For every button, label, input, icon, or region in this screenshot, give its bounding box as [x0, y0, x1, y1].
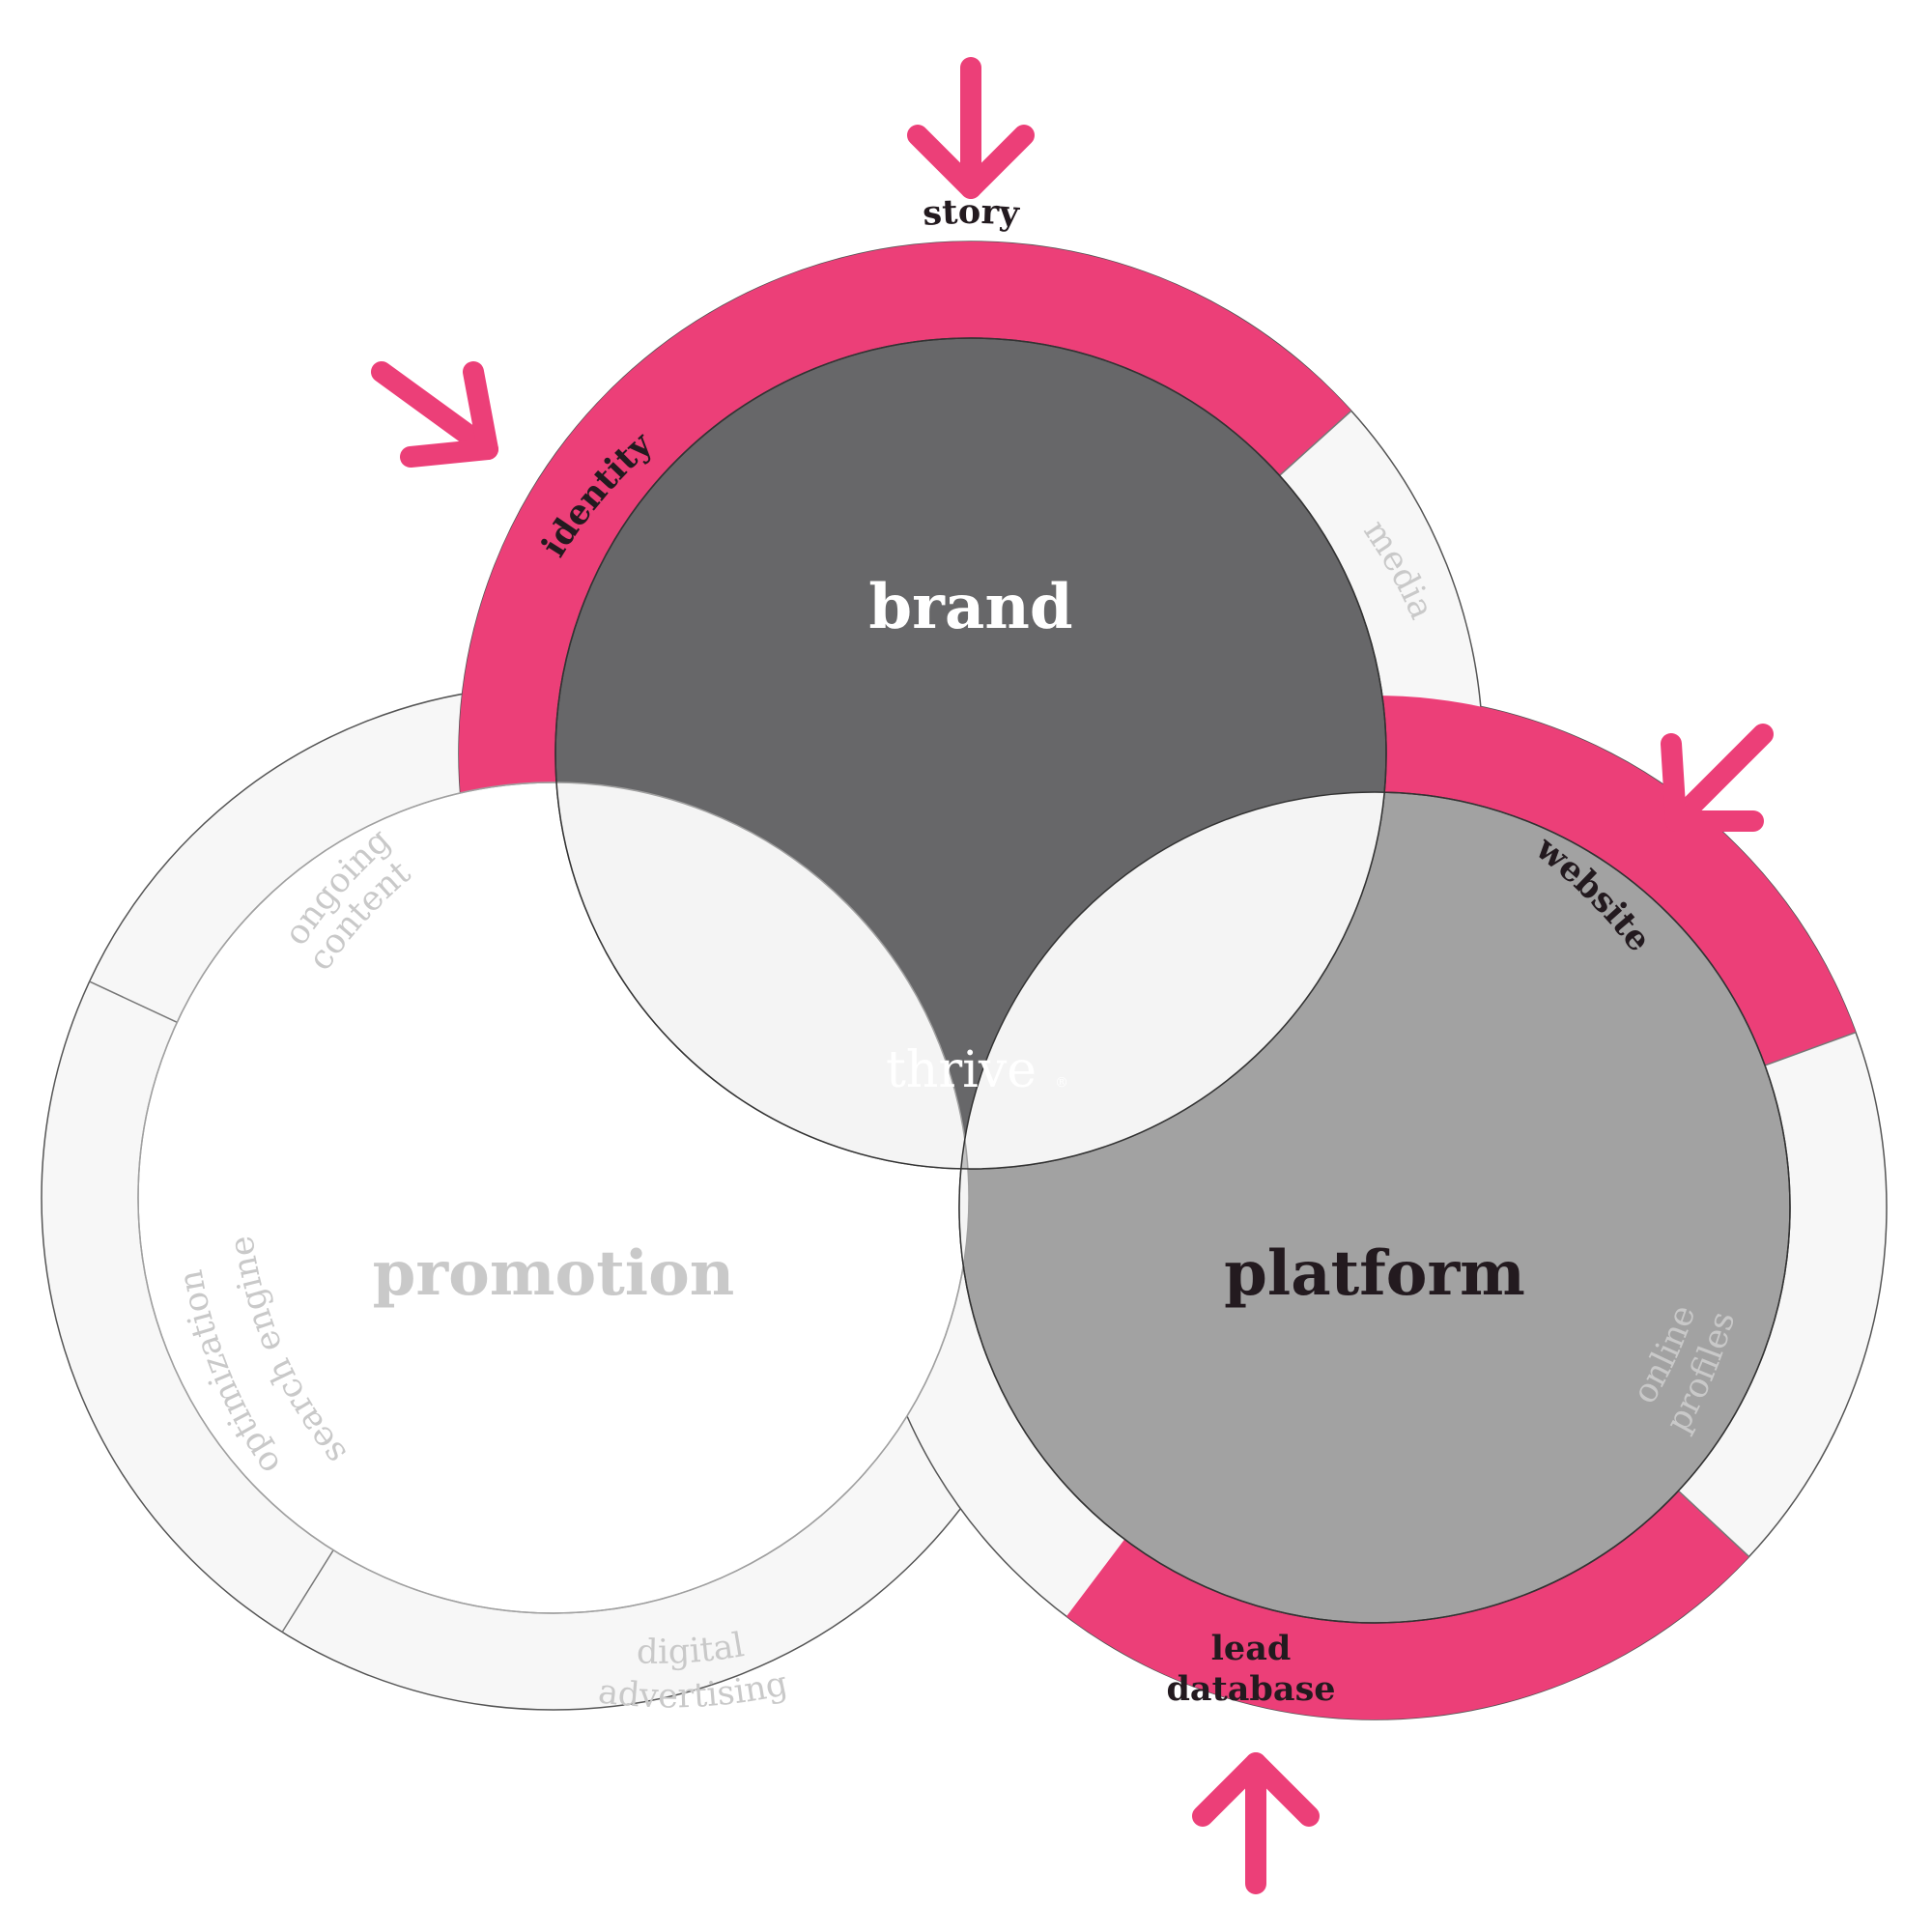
brand-platform-overlap-group: [959, 792, 1386, 1169]
ring-divider: [1764, 1032, 1857, 1066]
ring-divider: [281, 1549, 334, 1633]
database-label: database: [1166, 1669, 1335, 1709]
ring-divider: [1677, 1490, 1750, 1558]
story-label: story: [922, 192, 1022, 234]
main-circles: [137, 337, 1791, 1624]
ring-divider: [89, 980, 178, 1023]
brand-outline: [554, 337, 1387, 1170]
arrow-down-icon: [907, 57, 1035, 199]
story-identity-arc: [459, 242, 1351, 1025]
lead-label: lead: [1211, 1629, 1292, 1668]
arrow-up-icon: [1192, 1752, 1320, 1894]
digital-label: digital: [636, 1626, 747, 1672]
arrows: [371, 57, 1774, 1894]
brand-promotion-overlap: [555, 782, 969, 1169]
digital-text: digital: [636, 1626, 747, 1672]
brand-promotion-overlap-group: [555, 782, 969, 1169]
brand-label: brand: [868, 571, 1072, 643]
thrive-registered-mark: ®: [1055, 1075, 1068, 1091]
ring-divider: [1279, 410, 1352, 476]
lead-database-arc: [1066, 1491, 1749, 1719]
platform-outline: [958, 791, 1791, 1624]
arrow-down-right-icon: [371, 361, 498, 468]
brand-platform-overlap: [959, 792, 1386, 1169]
story-text: story: [922, 192, 1022, 234]
promotion-outline: [137, 781, 970, 1614]
thrive-label: thrive: [886, 1041, 1037, 1099]
promotion-label: promotion: [373, 1237, 735, 1310]
platform-label: platform: [1224, 1237, 1525, 1310]
arrow-down-left-icon: [1661, 724, 1774, 832]
